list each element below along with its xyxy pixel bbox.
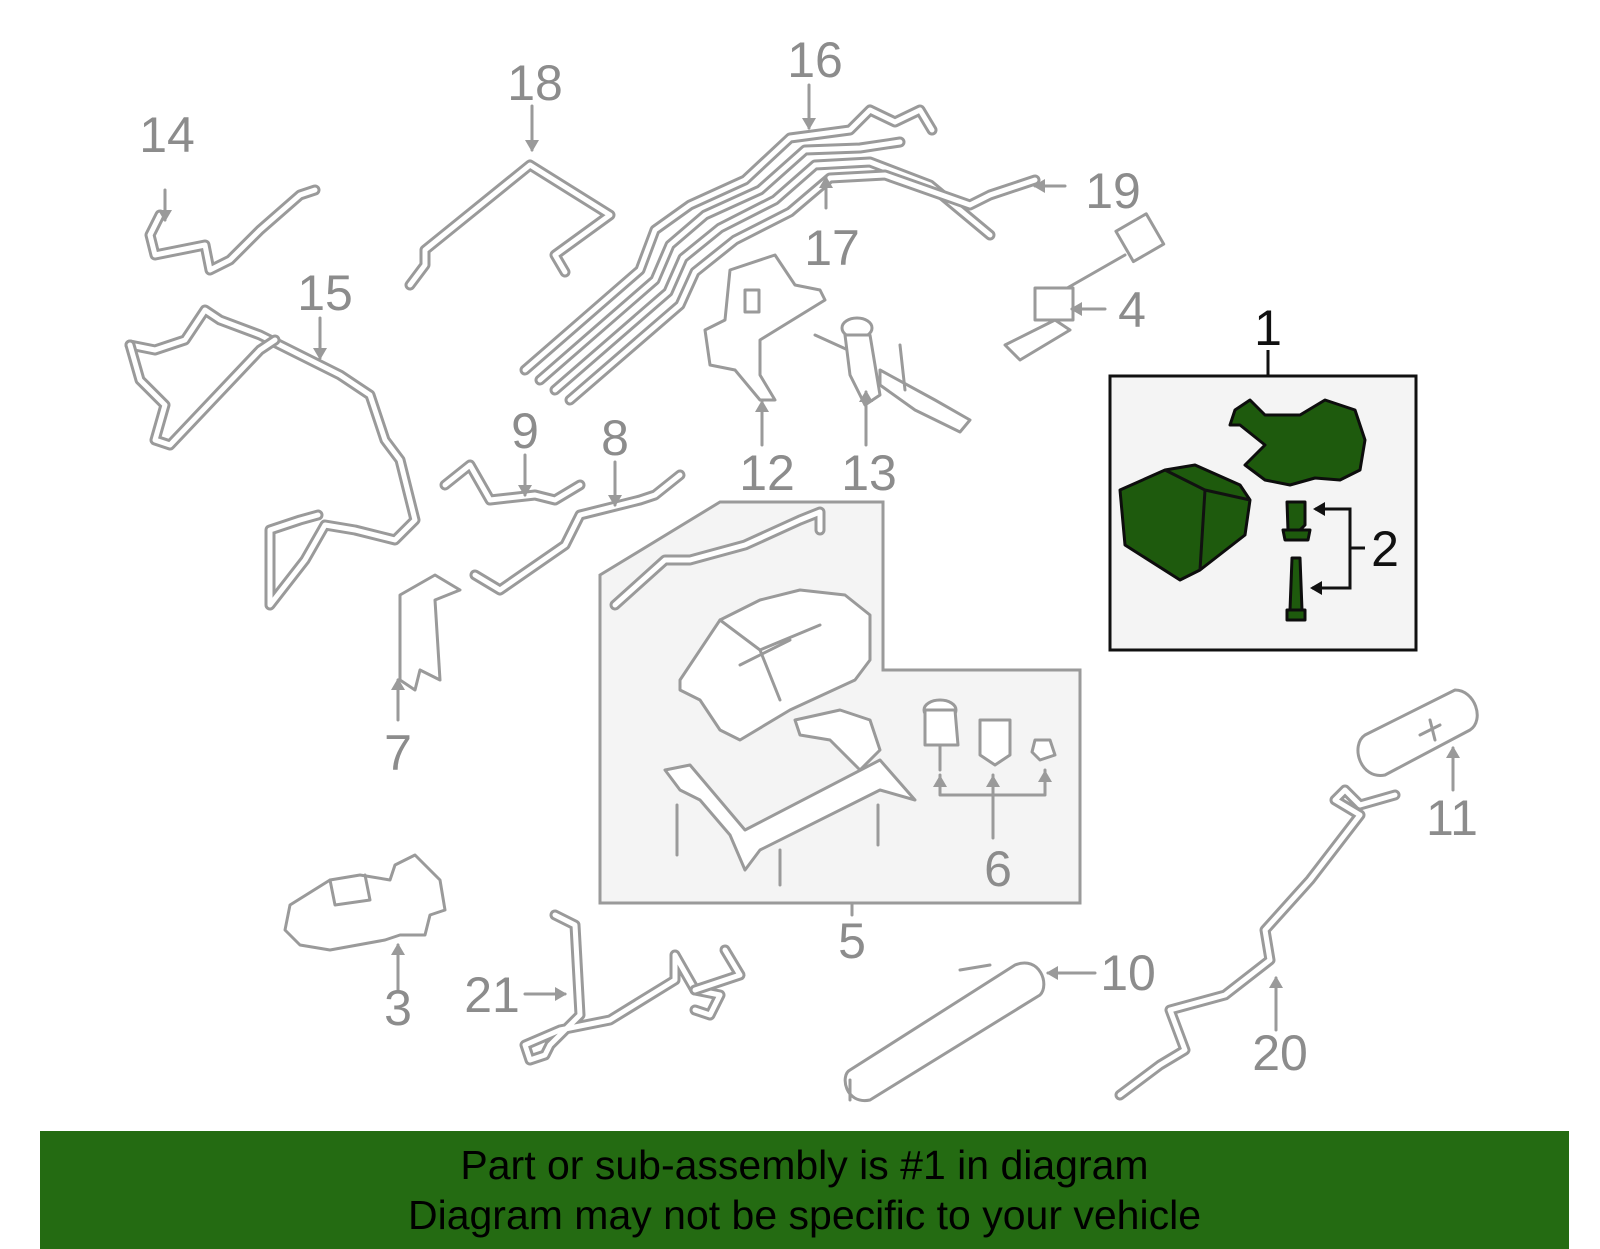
callout-6: 6 <box>984 841 1012 897</box>
part-14-pipe <box>144 184 321 276</box>
part-4-sensor <box>1003 212 1166 362</box>
callout-leaders <box>158 83 1460 1032</box>
banner-line-2: Diagram may not be specific to your vehi… <box>407 1192 1201 1238</box>
part-5-assembly-box <box>598 500 1082 905</box>
banner-line-1: Part or sub-assembly is #1 in diagram <box>460 1142 1149 1188</box>
callout-5: 5 <box>838 913 866 969</box>
callout-3: 3 <box>384 980 412 1036</box>
info-banner: Part or sub-assembly is #1 in diagram Di… <box>40 1131 1569 1249</box>
part-3-valve-block <box>283 853 447 952</box>
callout-8: 8 <box>601 410 629 466</box>
part-8-pipe <box>469 469 686 596</box>
callout-10: 10 <box>1100 945 1156 1001</box>
part-20-pipe <box>1114 784 1401 1101</box>
part-15-pipe <box>124 304 421 611</box>
part-21-pipe <box>519 909 746 1066</box>
callout-13: 13 <box>841 445 897 501</box>
part-9-pipe <box>439 459 586 506</box>
callout-15: 15 <box>297 265 353 321</box>
callout-4: 4 <box>1118 282 1146 338</box>
callout-1: 1 <box>1254 300 1282 356</box>
callout-9: 9 <box>511 403 539 459</box>
callout-20: 20 <box>1252 1025 1308 1081</box>
callout-17: 17 <box>804 220 860 276</box>
callout-18: 18 <box>507 55 563 111</box>
callout-leaders-highlighted <box>1266 350 1365 595</box>
part-13-valve <box>813 316 972 434</box>
callout-11: 11 <box>1426 790 1478 846</box>
part-18-pipe <box>404 159 616 291</box>
callout-14: 14 <box>139 107 195 163</box>
part-11-canister <box>1356 688 1479 777</box>
callout-21: 21 <box>464 967 520 1023</box>
callout-16: 16 <box>787 32 843 88</box>
callout-7: 7 <box>384 725 412 781</box>
part-1-assembly-box <box>1108 374 1418 652</box>
part-7-bracket <box>398 573 462 692</box>
callout-19: 19 <box>1085 163 1141 219</box>
part-10-accumulator <box>843 961 1046 1102</box>
part-12-bracket <box>703 253 827 402</box>
callout-2: 2 <box>1371 521 1399 577</box>
part-16-17-pipe-bundle <box>519 104 1041 406</box>
callout-12: 12 <box>739 445 795 501</box>
